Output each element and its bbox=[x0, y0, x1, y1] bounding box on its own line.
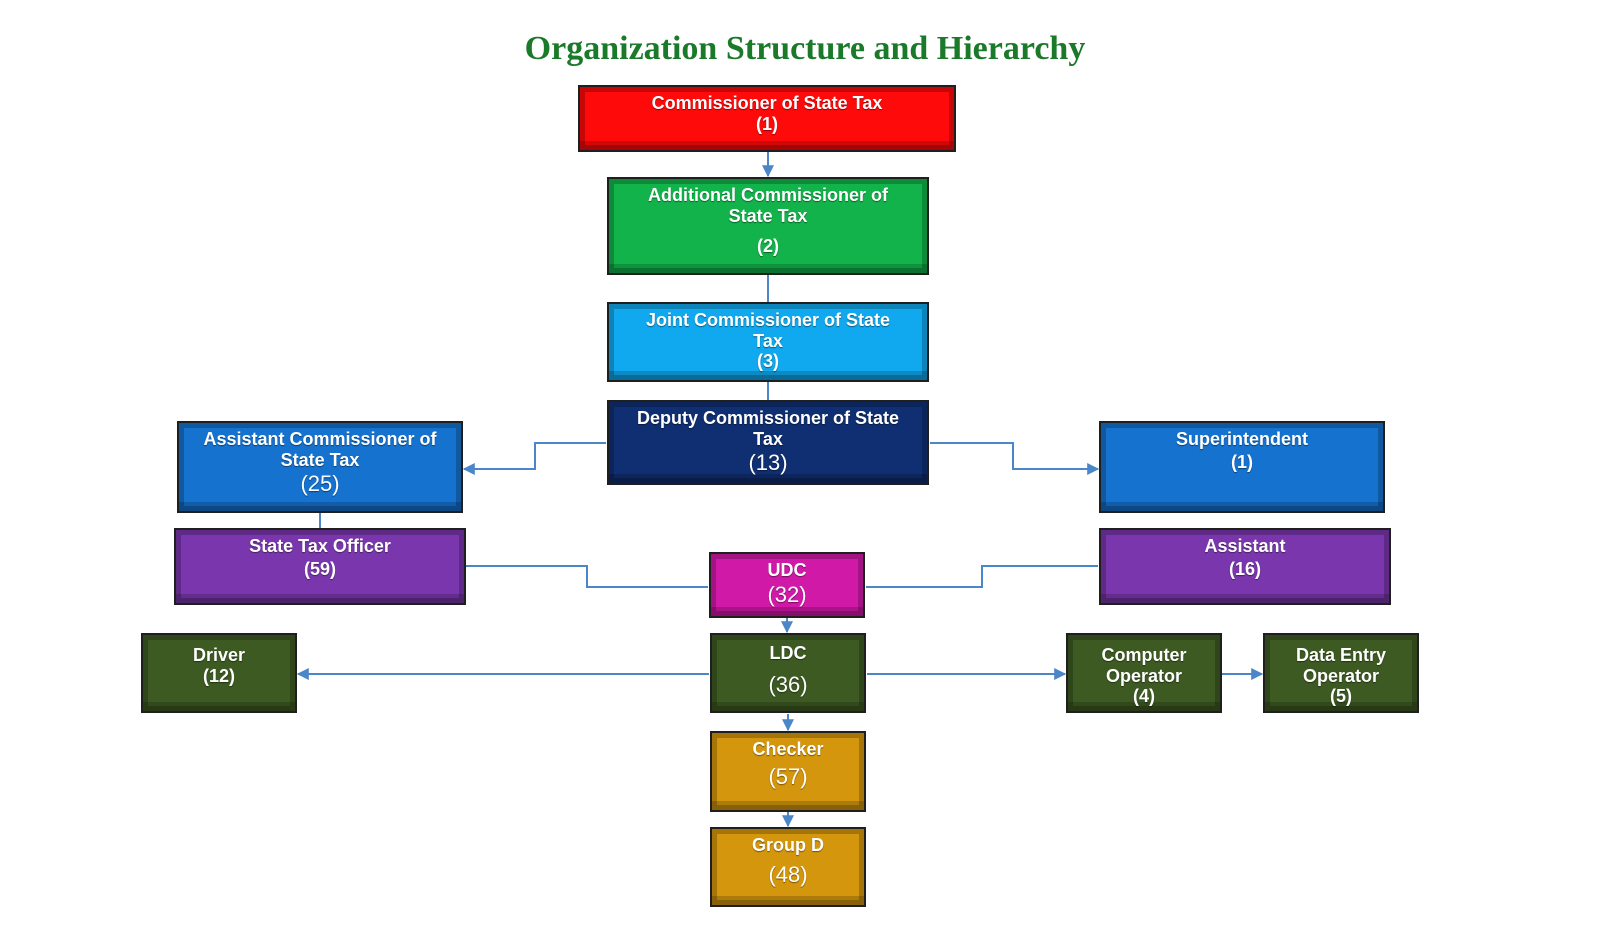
node-role: Group D bbox=[752, 835, 824, 855]
node-count: (5) bbox=[1330, 686, 1352, 707]
node-role: Joint Commissioner of State Tax bbox=[645, 310, 891, 351]
node-count: (3) bbox=[757, 351, 779, 372]
node-role: Superintendent bbox=[1175, 429, 1308, 449]
node-count: (2) bbox=[757, 236, 779, 257]
node-role: Assistant Commissioner of State Tax bbox=[203, 429, 437, 470]
connector-assistant-udc bbox=[866, 565, 1098, 588]
node-role: Deputy Commissioner of State Tax bbox=[636, 408, 900, 449]
node-role: Data Entry Operator bbox=[1295, 645, 1387, 686]
node-role: Driver bbox=[192, 645, 246, 665]
node-role: Commissioner of State Tax bbox=[651, 93, 883, 113]
node-count: (25) bbox=[300, 471, 340, 497]
node-group-d: Group D (48) bbox=[710, 827, 866, 907]
node-checker: Checker (57) bbox=[710, 731, 866, 812]
node-count: (48) bbox=[768, 861, 808, 887]
node-role: LDC bbox=[769, 643, 807, 663]
node-count: (59) bbox=[303, 558, 336, 579]
node-role: Checker bbox=[752, 739, 824, 759]
node-count: (13) bbox=[748, 450, 788, 476]
node-count: (12) bbox=[202, 665, 235, 686]
node-computer-operator: Computer Operator (4) bbox=[1066, 633, 1222, 713]
node-count: (57) bbox=[768, 763, 808, 789]
node-role: Assistant bbox=[1204, 536, 1286, 556]
node-deputy-commissioner: Deputy Commissioner of State Tax (13) bbox=[607, 400, 929, 485]
node-role: Computer Operator bbox=[1101, 645, 1187, 686]
node-role: UDC bbox=[767, 560, 807, 580]
node-count: (36) bbox=[768, 671, 808, 697]
node-superintendent: Superintendent (1) bbox=[1099, 421, 1385, 513]
chart-title: Organization Structure and Hierarchy bbox=[524, 30, 1086, 67]
node-driver: Driver (12) bbox=[141, 633, 297, 713]
node-ldc: LDC (36) bbox=[710, 633, 866, 713]
node-role: Additional Commissioner of State Tax bbox=[647, 185, 888, 226]
node-assistant: Assistant (16) bbox=[1099, 528, 1391, 605]
node-udc: UDC (32) bbox=[709, 552, 865, 618]
node-count: (1) bbox=[756, 113, 778, 134]
node-commissioner: Commissioner of State Tax (1) bbox=[578, 85, 956, 152]
node-count: (32) bbox=[767, 581, 807, 607]
node-state-tax-officer: State Tax Officer (59) bbox=[174, 528, 466, 605]
node-data-entry-operator: Data Entry Operator (5) bbox=[1263, 633, 1419, 713]
connector-state-tax-officer-udc bbox=[466, 565, 708, 588]
connector-deputy-assistant-commissioner bbox=[462, 442, 606, 475]
node-joint-commissioner: Joint Commissioner of State Tax (3) bbox=[607, 302, 929, 382]
node-assistant-commissioner: Assistant Commissioner of State Tax (25) bbox=[177, 421, 463, 513]
node-count: (1) bbox=[1231, 451, 1253, 472]
node-role: State Tax Officer bbox=[249, 536, 391, 556]
connector-deputy-superintendent bbox=[930, 442, 1100, 475]
node-additional-commissioner: Additional Commissioner of State Tax (2) bbox=[607, 177, 929, 275]
node-count: (4) bbox=[1133, 686, 1155, 707]
node-count: (16) bbox=[1228, 558, 1261, 579]
